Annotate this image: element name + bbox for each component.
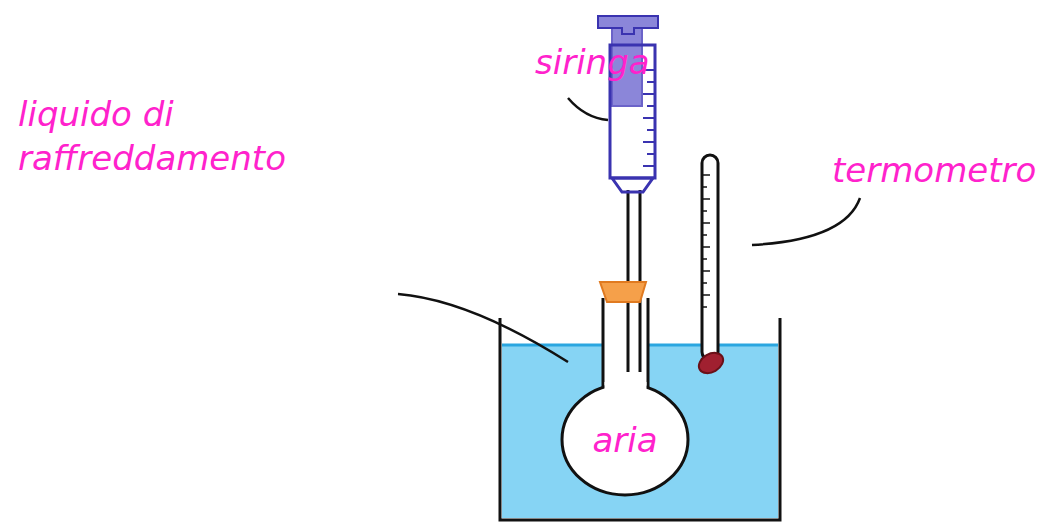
scale-mark bbox=[702, 282, 707, 284]
node-text: aria bbox=[560, 420, 690, 460]
thermometer-bulb bbox=[695, 349, 727, 378]
flask-neck bbox=[602, 298, 605, 398]
thermometer-scale bbox=[702, 175, 710, 307]
scale-mark bbox=[702, 270, 710, 272]
scale-mark bbox=[647, 105, 655, 107]
scale-mark bbox=[643, 93, 655, 95]
part-label: siringa bbox=[535, 40, 695, 84]
thermometer-tube bbox=[702, 155, 718, 360]
syringe-scale bbox=[643, 70, 655, 166]
scale-mark bbox=[702, 210, 707, 212]
part-label: liquido di raffreddamento bbox=[18, 92, 348, 180]
neck-join bbox=[605, 382, 647, 390]
plunger-head bbox=[598, 16, 658, 34]
leader-line bbox=[752, 198, 860, 245]
scale-mark bbox=[643, 117, 655, 119]
scale-mark bbox=[643, 165, 655, 167]
syringe-nozzle bbox=[612, 178, 653, 192]
scale-mark bbox=[702, 198, 710, 200]
stopper bbox=[600, 282, 646, 302]
scale-mark bbox=[702, 294, 710, 296]
scale-mark bbox=[647, 153, 655, 155]
flask-neck bbox=[647, 298, 650, 398]
scale-mark bbox=[702, 186, 707, 188]
flask-body: aria bbox=[560, 382, 690, 497]
part-label: termometro bbox=[832, 148, 1047, 192]
scale-mark bbox=[702, 258, 707, 260]
leader-line bbox=[398, 294, 568, 362]
scale-mark bbox=[702, 246, 710, 248]
leader-line bbox=[568, 98, 608, 120]
scale-mark bbox=[702, 222, 710, 224]
scale-mark bbox=[643, 141, 655, 143]
scale-mark bbox=[702, 234, 707, 236]
scale-mark bbox=[647, 129, 655, 131]
scale-mark bbox=[702, 174, 710, 176]
scale-mark bbox=[702, 306, 707, 308]
